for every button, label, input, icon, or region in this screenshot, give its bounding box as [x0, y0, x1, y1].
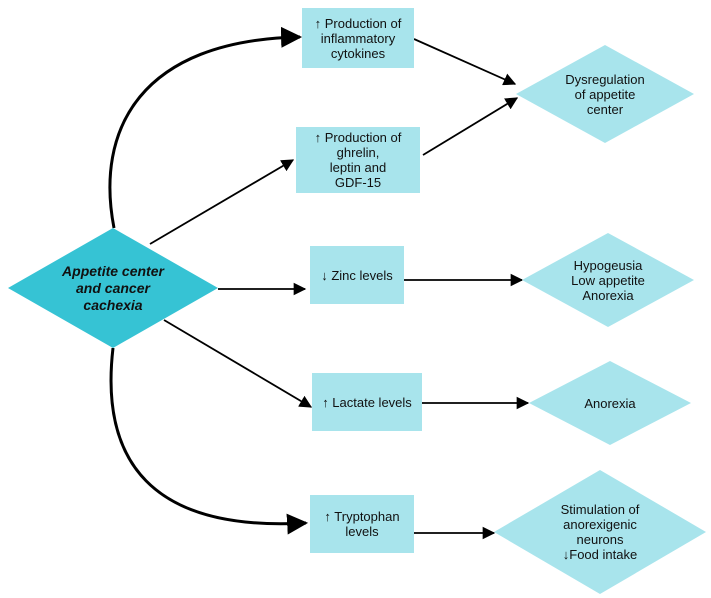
diamond-stimulation: Stimulation of anorexigenic neurons ↓Foo…: [494, 470, 706, 594]
arrow-cytokines-to-dysregulation: [413, 38, 517, 86]
diamond-dysregulation-label: Dysregulation of appetite center: [565, 71, 645, 117]
diamond-dysregulation: Dysregulation of appetite center: [516, 45, 694, 143]
arrow-to-ghrelin: [149, 159, 295, 245]
curve-arrow-to-cytokines: [108, 26, 303, 229]
center-diamond: Appetite center and cancer cachexia: [8, 228, 218, 348]
diamond-hypogeusia-shape: [522, 233, 694, 327]
diamond-stimulation-label: Stimulation of anorexigenic neurons ↓Foo…: [560, 502, 640, 562]
center-label: Appetite center and cancer cachexia: [62, 262, 164, 313]
diamond-hypogeusia-label: Hypogeusia Low appetite Anorexia: [571, 257, 645, 303]
arrow-ghrelin-to-dysregulation: [422, 97, 519, 156]
box-cytokines: ↑ Production of inflammatory cytokines: [302, 8, 414, 68]
box-zinc-label: ↓ Zinc levels: [321, 267, 393, 283]
box-cytokines-label: ↑ Production of inflammatory cytokines: [314, 15, 402, 61]
box-ghrelin-label: ↑ Production of ghrelin, leptin and GDF-…: [314, 130, 402, 190]
center-diamond-shape: [8, 228, 218, 348]
diamond-stimulation-shape: [494, 470, 706, 594]
box-tryptophan: ↑ Tryptophan levels: [310, 495, 414, 553]
arrow-to-lactate: [163, 319, 313, 408]
diamond-dysregulation-shape: [516, 45, 694, 143]
diamond-anorexia: Anorexia: [529, 361, 691, 445]
box-tryptophan-label: ↑ Tryptophan levels: [324, 509, 400, 539]
diamond-anorexia-label: Anorexia: [584, 395, 636, 411]
box-zinc: ↓ Zinc levels: [310, 246, 404, 304]
diamond-anorexia-shape: [529, 361, 691, 445]
box-lactate: ↑ Lactate levels: [312, 373, 422, 431]
diamond-hypogeusia: Hypogeusia Low appetite Anorexia: [522, 233, 694, 327]
curve-arrow-to-tryptophan: [109, 347, 309, 535]
box-lactate-label: ↑ Lactate levels: [322, 394, 412, 410]
box-ghrelin: ↑ Production of ghrelin, leptin and GDF-…: [296, 127, 420, 193]
